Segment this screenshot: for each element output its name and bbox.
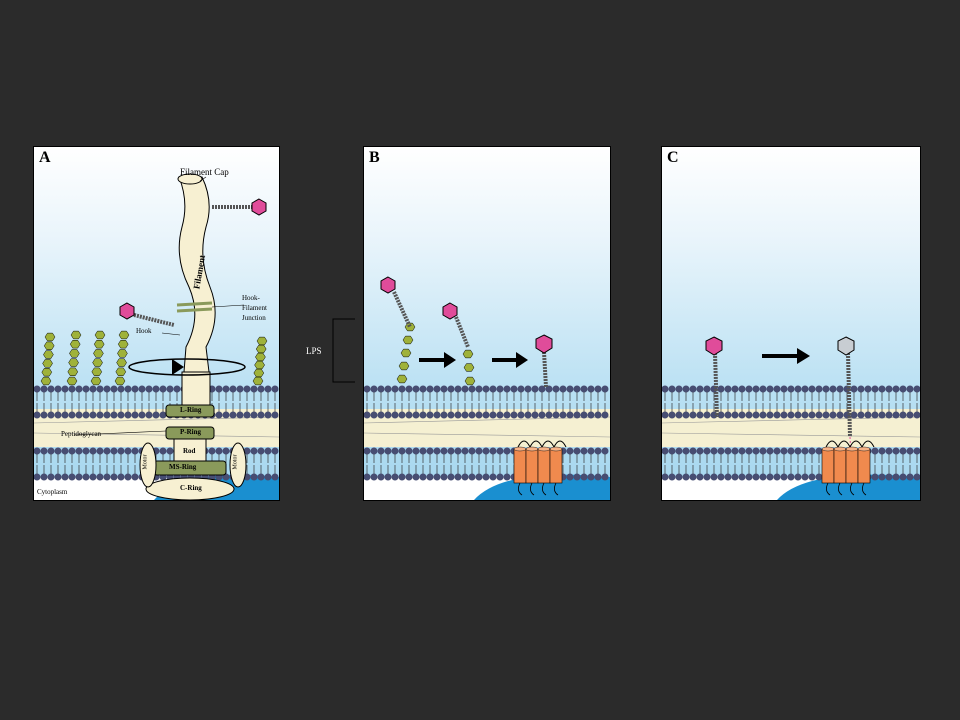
cytoplasm-region	[777, 474, 920, 500]
c-ring	[145, 477, 235, 500]
membrane-channel-icon	[821, 440, 875, 496]
phage-icon	[535, 334, 553, 354]
rotation-arrow-icon	[128, 358, 246, 376]
panel-a: A Filament Cap Filament Hook- Filament J…	[33, 146, 280, 501]
lps-with-phage-stage-1	[380, 276, 416, 384]
outer-membrane	[662, 385, 920, 419]
phage-inserting-tail	[705, 336, 723, 418]
outer-membrane	[34, 385, 279, 419]
label-hook: Hook	[136, 327, 152, 335]
filament-cap	[177, 173, 203, 185]
panel-letter-b: B	[369, 149, 380, 166]
right-arrow-icon	[419, 352, 456, 368]
label-cytoplasm: Cytoplasm	[37, 488, 68, 496]
panel-b: B	[363, 146, 611, 501]
label-motor-right: Motor	[232, 454, 239, 470]
phage-at-surface	[535, 334, 553, 388]
panel-letter-c: C	[667, 149, 679, 166]
phage-icon	[705, 336, 723, 356]
label-hook-filament-junction: Hook- Filament Junction	[242, 294, 267, 322]
lps-chains	[40, 330, 268, 386]
phage-icon	[119, 302, 175, 327]
motor-right	[229, 442, 247, 488]
empty-phage-head-icon	[837, 336, 855, 356]
l-ring	[165, 404, 215, 418]
lps-bracket	[332, 318, 355, 383]
panel-c-drawing	[662, 336, 920, 500]
panel-b-drawing	[364, 276, 610, 500]
panel-c: C	[661, 146, 921, 501]
outer-membrane	[364, 385, 609, 419]
right-arrow-icon	[762, 348, 810, 364]
panel-letter-a: A	[39, 149, 51, 166]
label-motor-left: Motor	[142, 454, 149, 470]
inner-membrane	[662, 447, 920, 481]
phage-icon	[212, 198, 267, 216]
inner-membrane	[364, 447, 609, 481]
membrane-channel-icon	[513, 440, 567, 496]
label-p-ring: P-Ring	[180, 428, 201, 436]
phage-icon	[442, 302, 458, 320]
label-filament-cap: Filament Cap	[180, 167, 229, 177]
right-arrow-icon	[492, 352, 528, 368]
hook-filament-junction	[176, 301, 213, 307]
label-lps: LPS	[306, 346, 322, 356]
panel-a-drawing	[34, 173, 279, 500]
phage-icon	[380, 276, 396, 294]
lps-with-phage-stage-2	[442, 302, 476, 386]
label-l-ring: L-Ring	[180, 406, 202, 414]
label-c-ring: C-Ring	[180, 484, 202, 492]
motor-left	[139, 442, 157, 488]
label-rod: Rod	[183, 447, 196, 455]
label-ms-ring: MS-Ring	[169, 463, 197, 471]
label-peptidoglycan: Peptidoglycan	[61, 430, 102, 438]
cytoplasm-region	[474, 474, 610, 500]
